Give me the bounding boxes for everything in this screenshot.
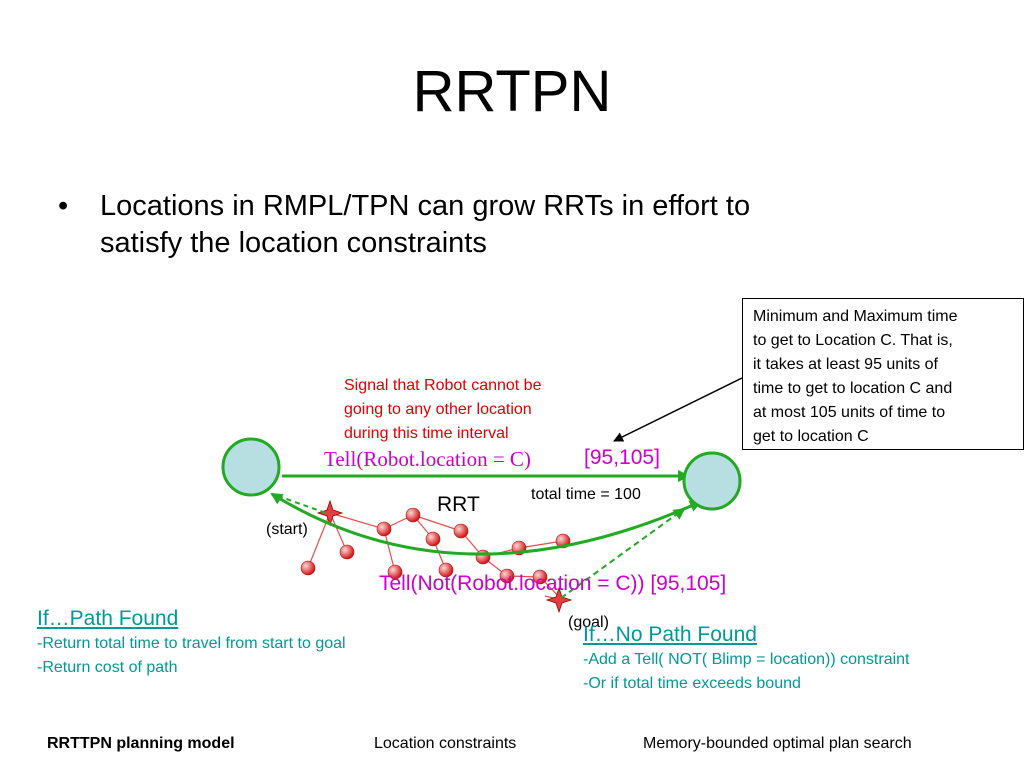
footer-left: RRTTPN planning model [47,735,235,752]
if-path-found-line: -Return cost of path [37,659,178,676]
slide-title: RRTPN [412,59,612,124]
tree-node [453,523,469,539]
tree-node [405,507,421,523]
footer-right: Memory-bounded optimal plan search [643,735,912,752]
tree-node [475,549,491,565]
callout-line: time to get to location C and [753,380,953,397]
total-time-label: total time = 100 [531,486,641,503]
callout-line: it takes at least 95 units of [753,356,938,373]
bullet-point: • Locations in RMPL/TPN can grow RRTs in… [58,188,938,262]
signal-line: Signal that Robot cannot be [344,377,542,394]
tree-node [376,521,392,537]
rrt-label: RRT [437,493,480,516]
footer-middle: Location constraints [374,735,517,752]
if-no-path-block: If…No Path Found -Add a Tell( NOT( Blimp… [583,622,909,696]
if-no-path-line: -Add a Tell( NOT( Blimp = location)) con… [583,651,910,668]
callout-line: to get to Location C. That is, [753,332,953,349]
goal-label: (goal) [568,614,609,631]
if-path-found-line: -Return total time to travel from start … [37,635,346,652]
start-label: (start) [266,521,308,538]
tell-not-location-label: Tell(Not(Robot.location = C)) [95,105] [379,572,727,595]
tree-node [425,531,441,547]
tree-node [300,560,316,576]
if-path-found-block: If…Path Found -Return total time to trav… [37,606,346,680]
if-path-found-heading[interactable]: If…Path Found [37,607,179,630]
bullet-text: Locations in RMPL/TPN can grow RRTs in e… [100,188,750,262]
rrt-tree-nodes [300,507,571,585]
callout-line: Minimum and Maximum time [753,308,958,325]
callout-arrow [613,377,743,442]
if-no-path-line: -Or if total time exceeds bound [583,675,801,692]
tell-location-interval: [95,105] [584,446,660,469]
tree-node [438,562,454,578]
time-constraint-callout: Minimum and Maximum time to get to Locat… [742,298,1024,450]
signal-line: going to any other location [344,401,532,418]
callout-line: get to location C [753,428,869,445]
tell-location-label: Tell(Robot.location = C) [324,447,531,471]
tree-node [499,568,515,584]
goal-star [545,586,573,614]
goal-link-dashed [560,507,686,599]
signal-note: Signal that Robot cannot be going to any… [344,374,604,446]
tell-arrow-curve [270,492,702,556]
signal-line: during this time interval [344,425,509,442]
callout-line: at most 105 units of time to [753,404,946,421]
tree-node [532,569,548,585]
bullet-line-1: Locations in RMPL/TPN can grow RRTs in e… [100,190,751,222]
goal-location-node [682,451,742,511]
tree-node [339,544,355,560]
bullet-symbol: • [58,190,69,222]
tree-node [387,564,403,580]
if-no-path-heading[interactable]: If…No Path Found [583,623,757,646]
bullet-line-2: satisfy the location constraints [100,227,487,259]
start-location-node [221,437,281,497]
